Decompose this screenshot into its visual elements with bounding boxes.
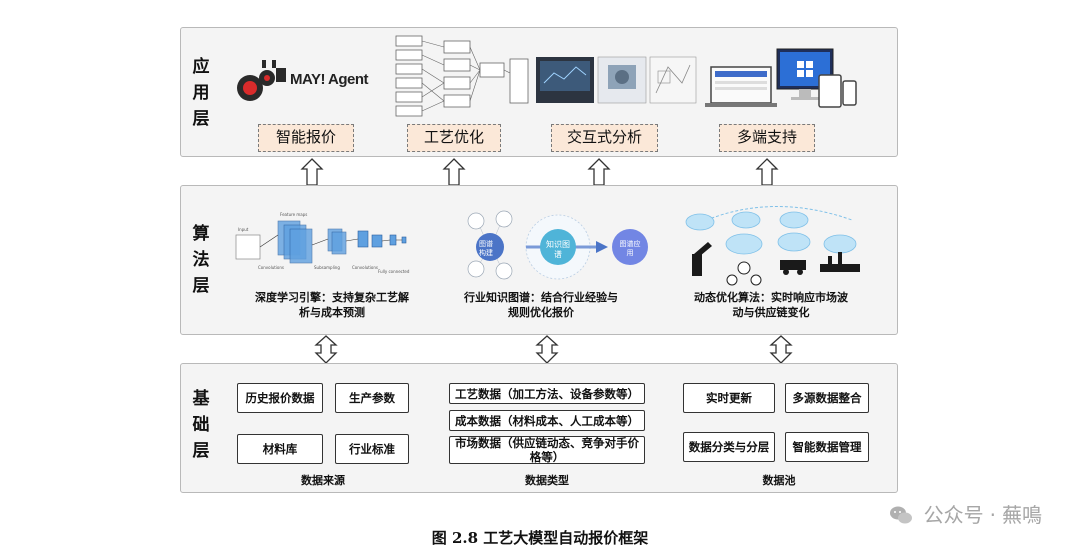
caption-dynamic-optimization: 动态优化算法：实时响应市场波动与供应链变化 (694, 291, 848, 319)
double-arrows-row (314, 335, 793, 364)
base-layer-title: 基础层 (192, 389, 210, 461)
watermark-text-2: 蕪鳴 (1002, 503, 1042, 527)
caption-data-sources: 数据来源 (301, 474, 345, 487)
label-process-optimization: 工艺优化 (407, 124, 501, 152)
svg-text:Feature maps: Feature maps (280, 212, 307, 217)
source-production-params: 生产参数 (335, 383, 409, 413)
up-arrow-icon (300, 158, 324, 186)
double-arrow-icon (769, 335, 793, 364)
pool-multisource-integration: 多源数据整合 (785, 383, 869, 413)
up-arrow-icon (587, 158, 611, 186)
supply-chain-cloud-image (682, 198, 872, 286)
graph-node-right: 图谱应用 (619, 240, 641, 257)
figure-caption: 图 2.8 工艺大模型自动报价框架 (431, 529, 649, 547)
analysis-screens-image (534, 53, 699, 109)
cnn-architecture-image: Input Feature maps Convolutions Subsamplin… (232, 205, 422, 277)
watermark-text-1: 公众号 (923, 503, 984, 527)
wechat-watermark: 公众号·蕪鳴 (889, 499, 1042, 530)
double-arrow-icon (314, 335, 338, 364)
up-arrows-row (300, 158, 779, 186)
process-flowchart-image (392, 33, 532, 123)
type-cost-data: 成本数据（材料成本、人工成本等） (449, 410, 645, 431)
label-multi-device-support: 多端支持 (719, 124, 815, 152)
svg-text:Convolutions: Convolutions (258, 265, 284, 270)
svg-text:Fully connected: Fully connected (378, 269, 410, 274)
svg-text:Input: Input (238, 227, 249, 232)
type-market-data: 市场数据（供应链动态、竞争对手价格等） (449, 436, 645, 464)
pool-realtime-update: 实时更新 (683, 383, 775, 413)
up-arrow-icon (755, 158, 779, 186)
caption-data-pool: 数据池 (762, 474, 796, 487)
svg-text:Subsampling: Subsampling (314, 265, 340, 270)
wechat-icon (889, 505, 913, 530)
pool-smart-management: 智能数据管理 (785, 432, 869, 462)
pool-classification-layering: 数据分类与分层 (683, 432, 775, 462)
knowledge-graph-diagram (460, 205, 658, 285)
logo-text: MAY! Agent (290, 71, 369, 88)
graph-node-left: 图谱构建 (479, 240, 493, 257)
source-material-library: 材料库 (237, 434, 323, 464)
source-industry-standard: 行业标准 (335, 434, 409, 464)
watermark-dot: · (989, 503, 996, 527)
double-arrow-icon (535, 335, 559, 364)
caption-data-types: 数据类型 (525, 474, 569, 487)
label-smart-quotation: 智能报价 (258, 124, 354, 152)
source-history-quote: 历史报价数据 (237, 383, 323, 413)
multi-device-image (703, 37, 858, 117)
graph-node-center: 知识图谱 (546, 240, 570, 259)
mayi-agent-logo (232, 58, 372, 108)
algorithm-layer-title: 算法层 (192, 224, 210, 296)
svg-text:Convolutions: Convolutions (352, 265, 378, 270)
up-arrow-icon (442, 158, 466, 186)
caption-deep-learning: 深度学习引擎：支持复杂工艺解析与成本预测 (255, 291, 409, 319)
type-process-data: 工艺数据（加工方法、设备参数等） (449, 383, 645, 404)
label-interactive-analysis: 交互式分析 (551, 124, 658, 152)
application-layer-title: 应用层 (192, 57, 210, 129)
caption-knowledge-graph: 行业知识图谱：结合行业经验与规则优化报价 (464, 291, 618, 319)
